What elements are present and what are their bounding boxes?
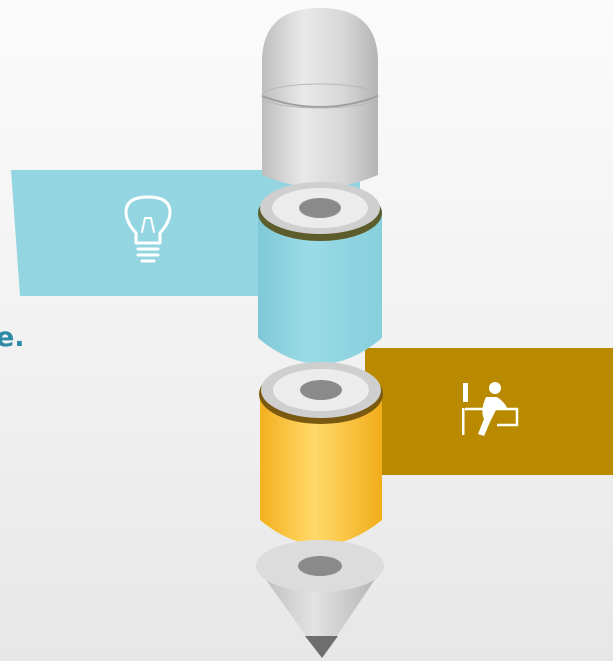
partial-heading-text: e.: [0, 322, 25, 353]
blue-segment: [258, 182, 382, 364]
yellow-segment: [259, 362, 383, 545]
pencil-cap: [261, 8, 379, 188]
pencil-tip: [256, 540, 384, 658]
person-at-desk-icon: [462, 382, 519, 436]
lightbulb-icon: [124, 195, 172, 263]
